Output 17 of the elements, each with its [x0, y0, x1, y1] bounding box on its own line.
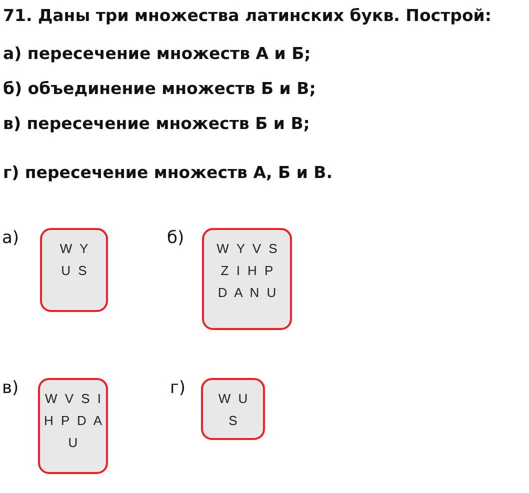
item-letter: г) — [170, 378, 186, 398]
letter-set: W Y U S — [58, 240, 90, 280]
set-box — [38, 378, 108, 474]
letter-set: W Y V S Z I H P D A N U — [216, 240, 278, 302]
set-box — [201, 378, 265, 440]
letter-set: W V S I H P D A U — [42, 390, 103, 452]
task-line: а) пересечение множеств А и Б; — [3, 44, 311, 63]
item-letter: а) — [2, 228, 20, 248]
item-letter: в) — [2, 378, 19, 398]
task-line: г) пересечение множеств А, Б и В. — [3, 163, 333, 182]
set-box — [202, 228, 292, 330]
item-letter: б) — [167, 228, 184, 248]
task-heading: 71. Даны три множества латинских букв. Построй: — [3, 6, 492, 25]
task-line: б) объединение множеств Б и В; — [3, 79, 316, 98]
set-box — [40, 228, 108, 312]
letter-set: W U S — [217, 390, 249, 430]
task-line: в) пересечение множеств Б и В; — [3, 114, 310, 133]
